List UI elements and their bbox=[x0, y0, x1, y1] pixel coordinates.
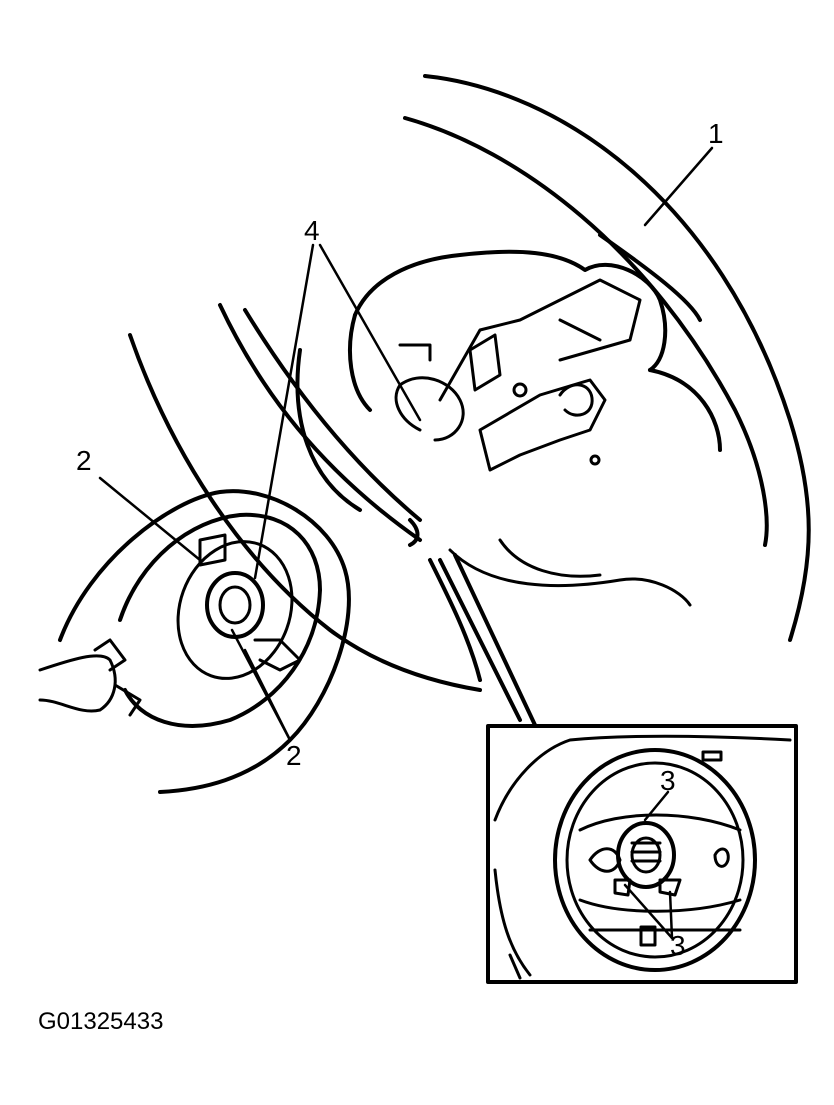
airbag-module bbox=[38, 489, 351, 794]
callout-3-bottom: 3 bbox=[670, 930, 686, 961]
figure-id: G01325433 bbox=[38, 1008, 164, 1035]
steering-wheel-spokes bbox=[128, 303, 482, 692]
callout-2-bottom: 2 bbox=[286, 740, 302, 771]
leader-lines bbox=[98, 146, 714, 940]
steering-wheel-rim bbox=[403, 74, 811, 642]
steering-column-hub bbox=[295, 249, 722, 682]
callout-1: 1 bbox=[708, 118, 724, 149]
detail-inset bbox=[438, 553, 798, 984]
callout-4: 4 bbox=[304, 215, 320, 246]
callout-2-top: 2 bbox=[76, 445, 92, 476]
callout-3-top: 3 bbox=[660, 765, 676, 796]
